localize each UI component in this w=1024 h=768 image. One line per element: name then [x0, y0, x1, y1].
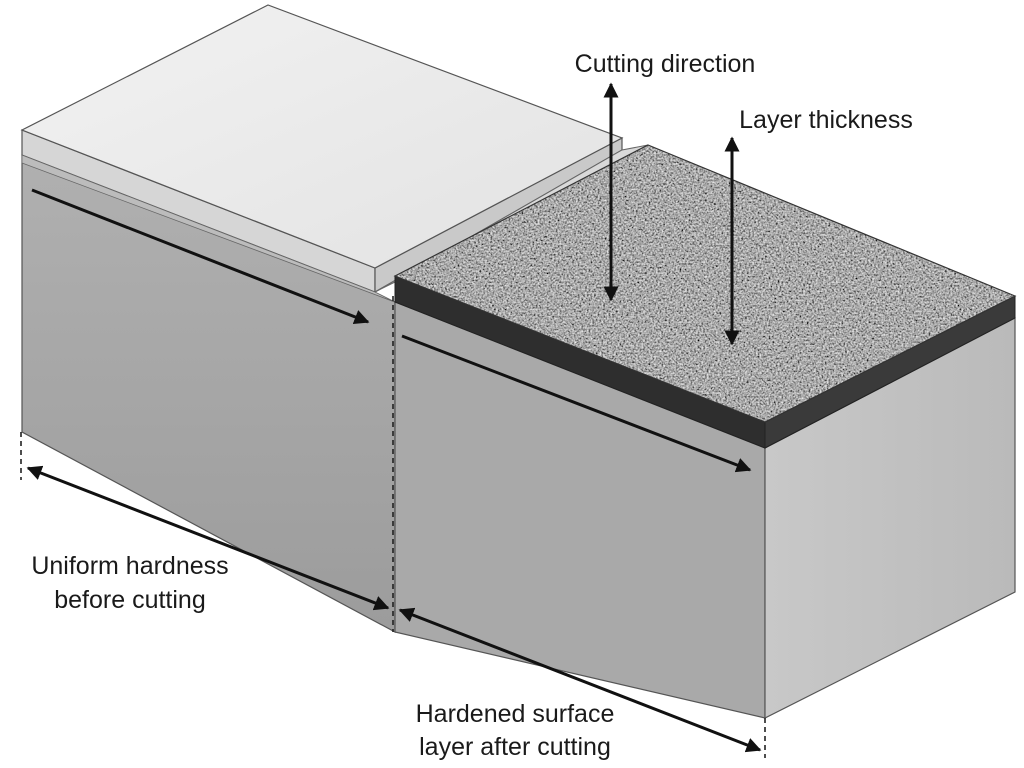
arrows: [26, 82, 762, 753]
hardened-layer-label-line2: layer after cutting: [419, 733, 611, 761]
uniform-hardness-label-line2: before cutting: [54, 586, 206, 614]
boundary-lines: [20, 296, 766, 758]
hardened-layer: [374, 144, 1017, 449]
uncut-top-face: [20, 4, 624, 269]
hardened-layer-label-line1: Hardened surface: [416, 700, 615, 728]
hardened-top-face: [395, 145, 1015, 422]
labels: Cutting direction Layer thickness Unifor…: [31, 50, 913, 761]
layer-thickness-label: Layer thickness: [739, 106, 913, 134]
hardened-direction-arrow: [401, 334, 752, 473]
uncut-direction-arrow: [31, 188, 370, 325]
uncut-surface: [20, 4, 624, 303]
uniform-hardness-label-line1: Uniform hardness: [31, 552, 228, 580]
hardened-layer-dimension-arrow: [398, 607, 762, 753]
uniform-hardness-dimension-arrow: [26, 465, 390, 611]
cutting-direction-label: Cutting direction: [575, 50, 756, 78]
